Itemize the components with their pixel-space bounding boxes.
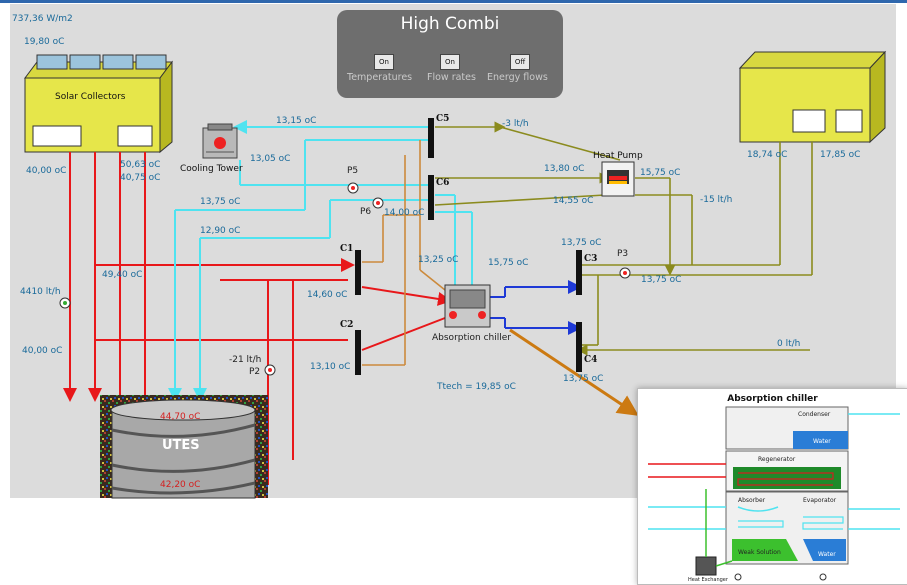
manifold-c4 [576,322,582,372]
t-1375-left: 13,75 oC [200,197,241,207]
pump-p3-icon [619,267,631,279]
top-bar [0,0,907,3]
inset-absorber: Absorber [738,497,766,504]
t-1310: 13,10 oC [310,362,351,372]
toggle-temperatures[interactable]: On [374,54,394,70]
chiller-label: Absorption chiller [432,333,511,343]
heat-pump-icon [601,161,635,197]
inset-weak-solution: Weak Solution [738,549,781,556]
manifolds [355,118,582,375]
inset-title: Absorption chiller [727,394,818,404]
ambient-temp-label: 19,80 oC [24,37,65,47]
utes-t-top: 44,70 oC [160,412,201,422]
pump-p6-label: P6 [360,207,372,217]
pump-p2-label: P2 [249,367,261,377]
t-1290: 12,90 oC [200,226,241,236]
solar-t-left: 40,00 oC [26,166,67,176]
cooling-tower-label: Cooling Tower [180,164,243,174]
toggle-flow-rates[interactable]: On [440,54,460,70]
t-1375-p3: 13,75 oC [641,275,682,285]
inset-water-2: Water [818,551,836,558]
toggle-label-flow-rates: Flow rates [427,72,476,83]
t-4940: 49,40 oC [102,270,143,280]
chiller-t-top: 13,25 oC [418,255,459,265]
pump-p5-label: P5 [347,166,359,176]
pump-p6-icon [372,197,384,209]
node-c4: C4 [584,355,598,365]
inset-diagram [648,406,900,581]
inset-regenerator: Regenerator [758,456,796,463]
t-4000-left: 40,00 oC [22,346,63,356]
building-right [738,50,887,144]
olive-pipes [434,121,813,356]
cooling-tower-t-in: 13,15 oC [276,116,317,126]
flow-minus-21: -21 lt/h [229,355,262,365]
irradiance-label: 737,36 W/m2 [12,14,73,24]
pump-4410-icon [59,297,71,309]
inset-heat-exchanger: Heat Exchanger [688,577,728,583]
manifold-c2 [355,330,361,375]
manifold-c1 [355,250,361,295]
inset-water-1: Water [813,438,831,445]
hp-t-1575: 15,75 oC [640,168,681,178]
building-t-supply: 18,74 oC [747,150,788,160]
solar-collectors-building [24,54,173,154]
pumps [59,182,631,376]
chiller-detail-inset: Absorption chiller Conden [637,388,907,585]
flow-0: 0 lt/h [777,339,801,349]
solar-t-right-1: 50,63 oC [120,160,161,170]
node-c5: C5 [436,114,450,124]
toggle-label-temperatures: Temperatures [347,72,413,83]
flow-minus-15: -15 lt/h [700,195,733,205]
flow-4410: 4410 lt/h [20,287,61,297]
node-c3: C3 [584,254,598,264]
t-1400: 14,00 oC [384,208,425,218]
cold-pipes [168,120,473,402]
hp-t-1380: 13,80 oC [544,164,585,174]
cooling-tower-icon [202,123,238,159]
inset-evaporator: Evaporator [803,497,837,504]
cooling-tower-t-out: 13,05 oC [250,154,291,164]
node-c2: C2 [340,320,354,330]
building-t-return: 17,85 oC [820,150,861,160]
blue-pipes [490,280,582,335]
pump-p3-label: P3 [617,249,629,259]
solar-t-right-2: 40,75 oC [120,173,161,183]
utes-label: UTES [162,438,200,453]
pump-p2-icon [264,364,276,376]
node-c6: C6 [436,178,450,188]
solar-collectors-label: Solar Collectors [55,92,126,102]
zoom-arrow [509,328,639,416]
panel-title: High Combi [400,14,500,34]
absorption-chiller-icon [444,284,491,328]
view-toggle-panel: High Combi On On Off Temperatures Flow r… [337,10,563,98]
t-1460: 14,60 oC [307,290,348,300]
utes-tank [100,395,268,499]
chiller-t-right: 15,75 oC [488,258,529,268]
utes-t-bottom: 42,20 oC [160,480,201,490]
pump-p5-icon [347,182,359,194]
t-1375-c4: 13,75 oC [563,374,604,384]
t-1375-c3: 13,75 oC [561,238,602,248]
flow-minus-3: -3 lt/h [502,119,529,129]
toggle-energy-flows[interactable]: Off [510,54,530,70]
manifold-c5 [428,118,434,158]
solar-panels [36,54,167,70]
inset-condenser: Condenser [798,411,831,418]
hp-t-1455: 14,55 oC [553,196,594,206]
toggle-label-energy-flows: Energy flows [487,72,548,83]
manifold-c3 [576,250,582,295]
tan-pipes [362,140,446,366]
heat-pump-label: Heat Pump [593,151,643,161]
ttech-label: Ttech = 19,85 oC [437,382,516,392]
node-c1: C1 [340,244,354,254]
manifold-c6 [428,175,434,220]
